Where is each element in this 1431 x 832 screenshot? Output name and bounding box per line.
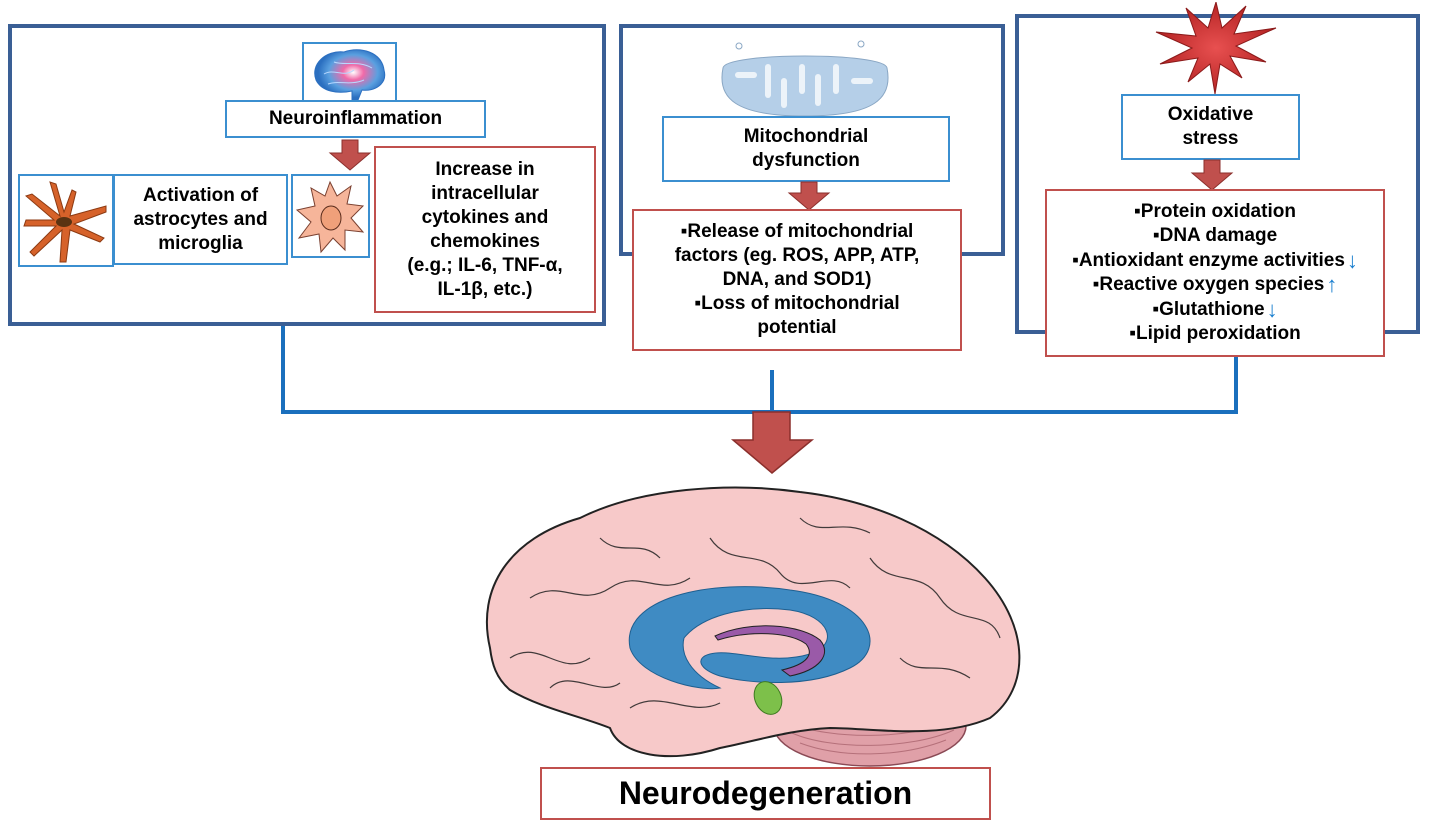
- arrow-mitochondrial-down: [787, 181, 831, 211]
- oxidative-effect-item: ▪Glutathione ↓: [1152, 298, 1277, 323]
- arrow-converge-down: [730, 411, 815, 474]
- microglia-icon: [291, 174, 370, 258]
- up-arrow-icon: ↑: [1326, 272, 1338, 298]
- brain-sagittal-icon: [485, 486, 1021, 767]
- oxidative-label: Oxidative stress: [1121, 94, 1300, 160]
- arrow-neuroinflammation-down: [328, 139, 372, 171]
- oxidative-effect-item: ▪Lipid peroxidation: [1129, 322, 1300, 347]
- oxidative-effect-item: ▪Reactive oxygen species ↑: [1093, 273, 1338, 298]
- starburst-icon: [1155, 2, 1277, 95]
- oxidative-effect-item: ▪DNA damage: [1153, 224, 1277, 249]
- down-arrow-icon: ↓: [1346, 247, 1358, 273]
- connector-left: [281, 324, 772, 414]
- oxidative-effect-item: ▪Antioxidant enzyme activities ↓: [1072, 249, 1358, 274]
- oxidative-effect-item: ▪Protein oxidation: [1134, 200, 1296, 225]
- fornix: [714, 625, 826, 677]
- down-arrow-icon: ↓: [1266, 296, 1278, 322]
- neuroinflammation-panel: [8, 24, 606, 326]
- cytokines-box: Increase in intracellular cytokines and …: [374, 146, 596, 313]
- astrocyte-icon: [18, 174, 114, 267]
- oxidative-effects-box: ▪Protein oxidation ▪DNA damage ▪Antioxid…: [1045, 189, 1385, 357]
- glowing-brain-icon: [302, 42, 397, 108]
- activation-label: Activation of astrocytes and microglia: [113, 174, 288, 265]
- mitochondrial-label: Mitochondrial dysfunction: [662, 116, 950, 182]
- connector-right: [772, 356, 1238, 414]
- mitochondrial-text: Mitochondrial dysfunction: [743, 126, 869, 171]
- activation-text: Activation of astrocytes and microglia: [133, 184, 268, 254]
- mito-effect-potential: ▪Loss of mitochondrial potential: [694, 293, 900, 338]
- oxidative-text: Oxidative stress: [1167, 104, 1254, 149]
- mitochondrion-icon: [721, 40, 889, 117]
- effect-text: ▪Glutathione: [1152, 298, 1265, 320]
- effect-text: ▪Antioxidant enzyme activities: [1072, 249, 1345, 271]
- cytokines-text: Increase in intracellular cytokines and …: [407, 158, 563, 300]
- effect-text: ▪Protein oxidation: [1134, 200, 1296, 222]
- convergence-connector: [281, 324, 1238, 414]
- effect-text: ▪Reactive oxygen species: [1092, 274, 1325, 295]
- neuroinflammation-label: Neuroinflammation: [225, 100, 486, 138]
- neurodegeneration-box: Neurodegeneration: [540, 767, 991, 820]
- cerebrum: [485, 486, 1021, 758]
- neuroinflammation-text: Neuroinflammation: [268, 108, 443, 129]
- arrow-oxidative-down: [1190, 159, 1234, 191]
- neurodegeneration-text: Neurodegeneration: [618, 775, 913, 811]
- mitochondrial-effects-box: ▪Release of mitochondrial factors (eg. R…: [632, 209, 962, 351]
- mito-effect-release: ▪Release of mitochondrial factors (eg. R…: [674, 221, 920, 290]
- effect-text: ▪DNA damage: [1152, 225, 1278, 246]
- amygdala: [753, 681, 783, 715]
- effect-text: ▪Lipid peroxidation: [1129, 323, 1301, 344]
